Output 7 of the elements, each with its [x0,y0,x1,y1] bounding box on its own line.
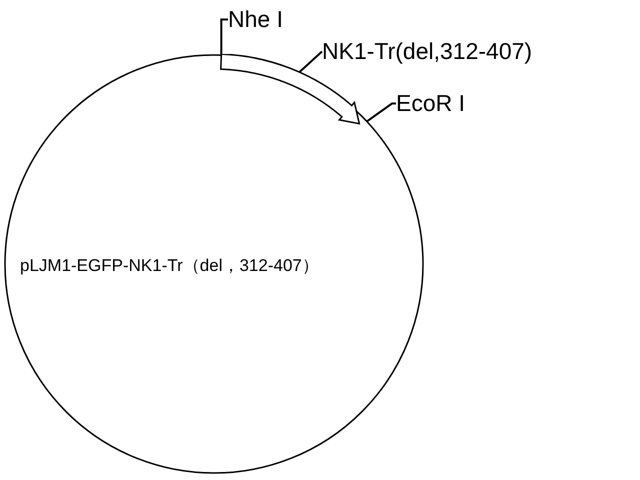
plasmid-name: pLJM1-EGFP-NK1-Tr（del，312-407） [20,255,319,277]
site-label: NK1-Tr(del,312-407) [322,40,532,63]
leader-line [298,50,323,73]
site-label: EcoR I [396,92,466,115]
leader-line [220,18,228,56]
leader-line [366,102,396,122]
site-label: Nhe I [228,8,283,31]
